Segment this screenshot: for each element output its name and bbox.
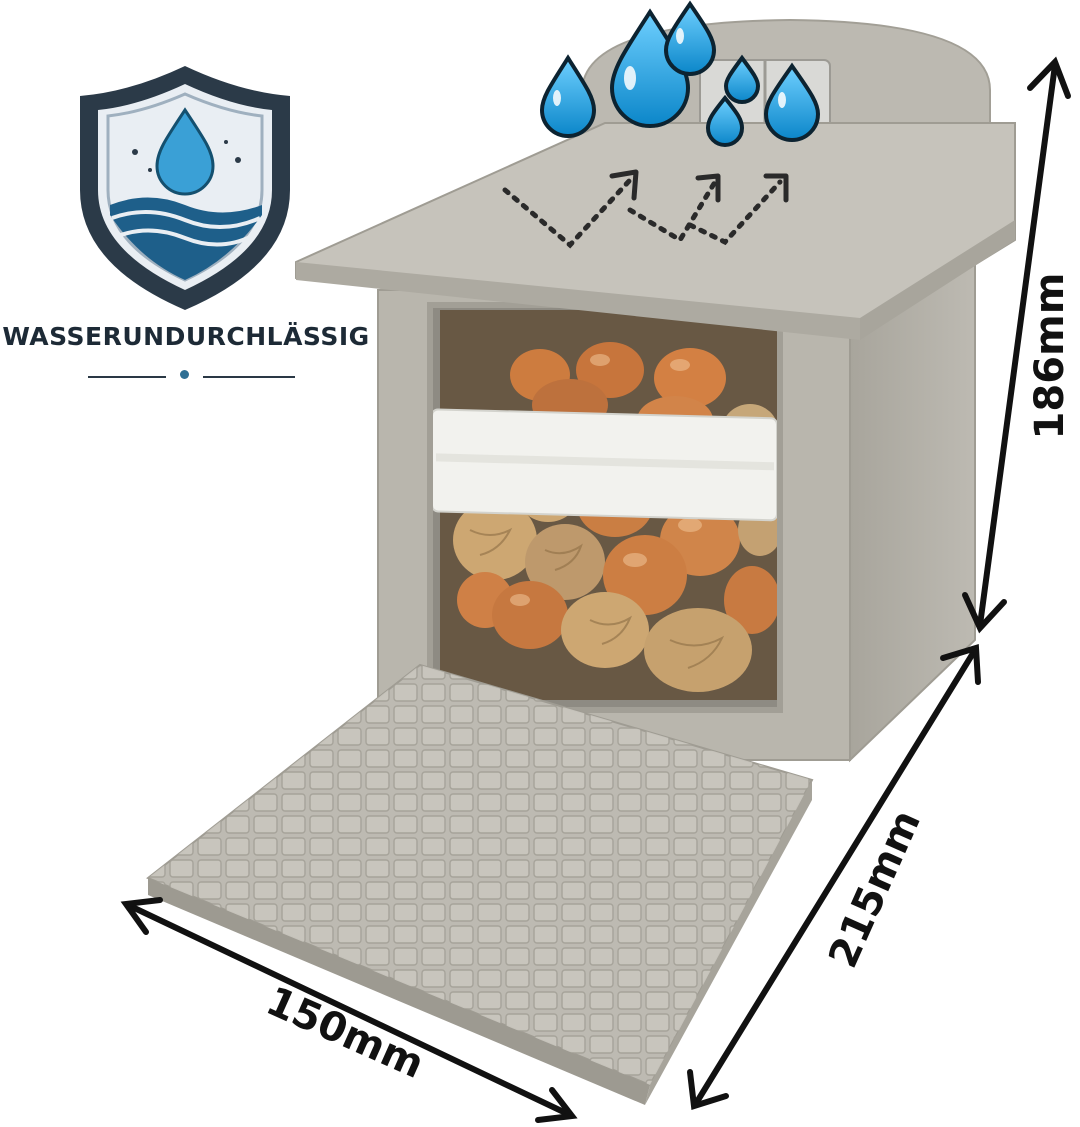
badge-divider-dot (180, 370, 189, 379)
water-resistant-shield-icon (80, 66, 290, 310)
feeder-roof (295, 122, 1016, 340)
feeding-tray (146, 663, 814, 1105)
badge-divider-left (88, 376, 166, 378)
arrow-heads (609, 169, 789, 203)
raindrop-icon (539, 0, 821, 147)
depth-dimension-arrow (687, 644, 981, 1110)
moisture-arrows (502, 177, 783, 249)
width-dimension-arrow (120, 897, 578, 1123)
height-dimension-arrow (962, 56, 1071, 634)
waterproof-label: WASSERUNDURCHLÄSSIG (2, 322, 370, 351)
height-dimension-label: 186mm (1027, 272, 1073, 440)
badge-divider-right (203, 376, 295, 378)
